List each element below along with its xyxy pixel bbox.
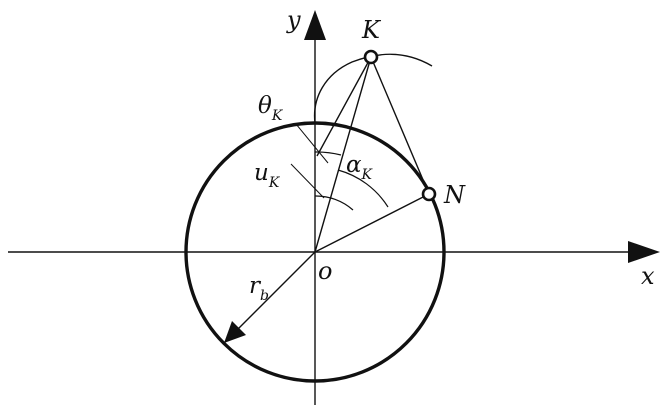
- x-axis-arrowhead: [628, 241, 660, 263]
- leader-line-theta: [295, 123, 329, 164]
- tangent-line-kn: [370, 56, 430, 195]
- origin-label: o: [318, 257, 332, 285]
- angle-arc-alpha: [337, 169, 389, 208]
- theta-k-label: θK: [258, 93, 284, 124]
- point-n-marker: [421, 186, 437, 202]
- radius-arrowhead-rb: [224, 321, 246, 343]
- point-k-marker: [363, 49, 379, 65]
- angle-arc-u: [314, 195, 354, 211]
- x-axis-label: x: [641, 262, 655, 290]
- leader-line-u: [290, 163, 325, 199]
- radius-line-ok: [314, 56, 372, 253]
- angle-arc-theta: [314, 151, 342, 156]
- r-b-label: rb: [249, 273, 269, 304]
- point-k-label: K: [361, 16, 382, 44]
- u-k-label: uK: [254, 160, 281, 191]
- y-axis-arrowhead: [304, 10, 326, 40]
- line-k-to-circle-top: [316, 56, 372, 157]
- involute-curve: [313, 53, 433, 124]
- point-n-label: N: [443, 181, 466, 209]
- alpha-k-label: αK: [346, 152, 374, 183]
- y-axis-label: y: [286, 6, 301, 34]
- radius-line-on: [314, 193, 430, 253]
- radius-arrow-rb: [230, 251, 316, 337]
